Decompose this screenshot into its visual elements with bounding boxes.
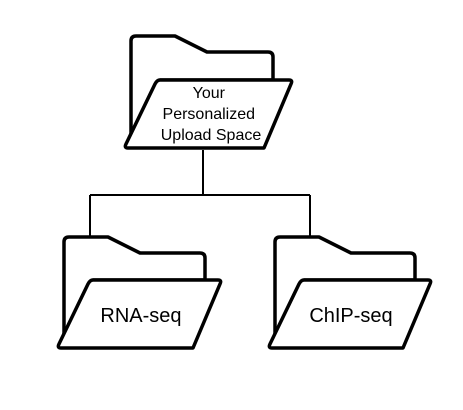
- root-label-line-2: Personalized: [163, 106, 256, 123]
- folder-icon: [123, 34, 294, 150]
- chip-seq-label: ChIP-seq: [309, 305, 392, 327]
- rna-seq-label: RNA-seq: [100, 305, 181, 327]
- root-label-line-3: Upload Space: [161, 127, 262, 144]
- root-folder-label: Your Personalized Upload Space: [161, 85, 262, 144]
- root-label-line-1: Your: [193, 85, 226, 102]
- folder-icon: [267, 235, 433, 350]
- child-folder-chip-seq[interactable]: ChIP-seq: [267, 235, 433, 350]
- child-folder-rna-seq[interactable]: RNA-seq: [56, 235, 223, 350]
- folder-icon: [56, 235, 223, 350]
- root-folder-front: [123, 78, 294, 150]
- tree-connectors: [89, 150, 311, 238]
- root-folder[interactable]: Your Personalized Upload Space: [123, 34, 294, 150]
- rna-seq-folder-front: [56, 278, 223, 350]
- chip-seq-folder-front: [267, 278, 433, 350]
